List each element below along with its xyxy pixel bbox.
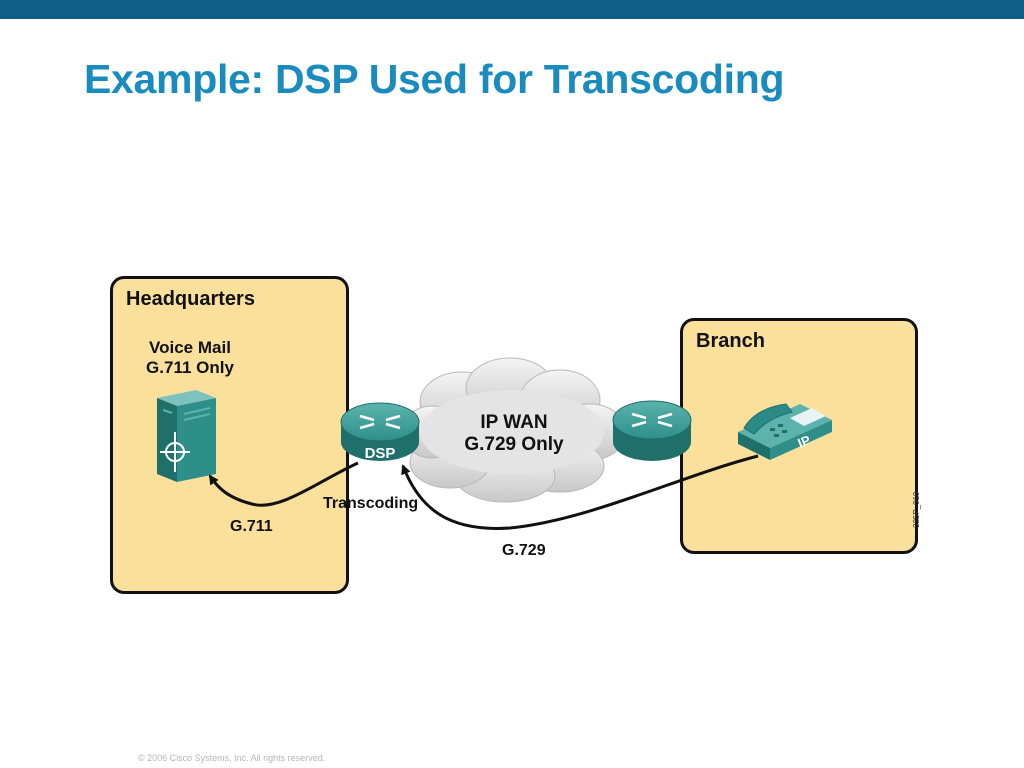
voice-mail-label: Voice Mail G.711 Only [120, 338, 260, 378]
phone-ip-label: IP [796, 432, 813, 451]
dsp-label: DSP [365, 445, 396, 462]
ip-wan-label: IP WAN G.729 Only [444, 412, 584, 456]
g729-label: G.729 [502, 542, 546, 559]
router-arrows-icon [359, 414, 401, 430]
g711-label: G.711 [230, 518, 273, 535]
headquarters-title: Headquarters [126, 288, 255, 310]
voice-mail-line1: Voice Mail [149, 338, 231, 357]
branch-router [612, 400, 692, 461]
ip-wan-cloud [401, 357, 627, 503]
ip-wan-line2: G.729 Only [464, 434, 564, 455]
top-banner [0, 0, 1024, 19]
g711-link-arrow [208, 461, 359, 507]
voice-mail-server-icon [157, 390, 216, 482]
slide-title: Example: DSP Used for Transcoding [84, 56, 785, 102]
branch-title: Branch [696, 330, 765, 352]
ip-wan-line1: IP WAN [480, 412, 548, 433]
transcoding-label: Transcoding [323, 495, 419, 512]
voice-mail-line2: G.711 Only [146, 358, 234, 377]
headquarters-panel [110, 276, 349, 594]
figure-code: 325P_019 [912, 491, 921, 528]
copyright-footer: © 2006 Cisco Systems, Inc. All rights re… [138, 753, 326, 763]
ip-phone-icon: IP [738, 403, 832, 460]
hq-dsp-router: DSP [340, 402, 420, 462]
branch-panel [680, 318, 918, 554]
branch-router-arrows-icon [631, 412, 673, 428]
g729-link-arrow [401, 454, 759, 530]
